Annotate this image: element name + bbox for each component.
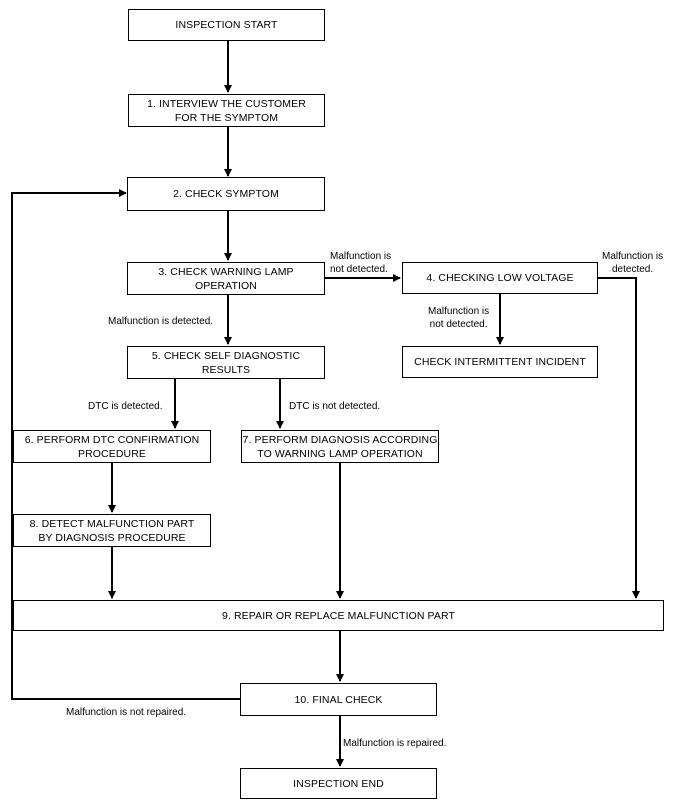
label-s3-detected: Malfunction is detected. [108, 316, 214, 327]
step-4-low-voltage-box: 4. CHECKING LOW VOLTAGE [402, 262, 598, 294]
label-s4-detected: Malfunction is detected. [602, 251, 664, 275]
label-not-repaired: Malfunction is not repaired. [66, 707, 187, 718]
step-9-repair-box: 9. REPAIR OR REPLACE MALFUNCTION PART [13, 600, 664, 631]
step-10-final-check-box: 10. FINAL CHECK [240, 683, 437, 716]
label-s3-not-detected: Malfunction is not detected. [330, 251, 392, 275]
step-2-check-symptom-box: 2. CHECK SYMPTOM [127, 177, 325, 211]
label-s4-not-detected: Malfunction is not detected. [428, 306, 490, 330]
intermittent-incident-box: CHECK INTERMITTENT INCIDENT [402, 346, 598, 378]
label-dtc-detected: DTC is detected. [88, 401, 163, 412]
step-6-dtc-confirmation-box: 6. PERFORM DTC CONFIRMATION PROCEDURE [13, 430, 211, 463]
arrow-s4-to-s9 [598, 277, 640, 599]
step-3-warning-lamp-box: 3. CHECK WARNING LAMP OPERATION [127, 262, 325, 295]
step-1-interview-box: 1. INTERVIEW THE CUSTOMER FOR THE SYMPTO… [128, 94, 325, 127]
inspection-end-box: INSPECTION END [240, 768, 437, 799]
step-5-self-diagnostic-box: 5. CHECK SELF DIAGNOSTIC RESULTS [127, 346, 325, 379]
arrow-s10-loop-to-s2 [11, 189, 240, 700]
label-repaired: Malfunction is repaired. [343, 738, 447, 749]
step-7-warning-lamp-diagnosis-box: 7. PERFORM DIAGNOSIS ACCORDING TO WARNIN… [241, 430, 439, 463]
step-8-detect-malfunction-box: 8. DETECT MALFUNCTION PART BY DIAGNOSIS … [13, 514, 211, 547]
label-dtc-not-detected: DTC is not detected. [289, 401, 381, 412]
inspection-start-box: INSPECTION START [128, 9, 325, 41]
